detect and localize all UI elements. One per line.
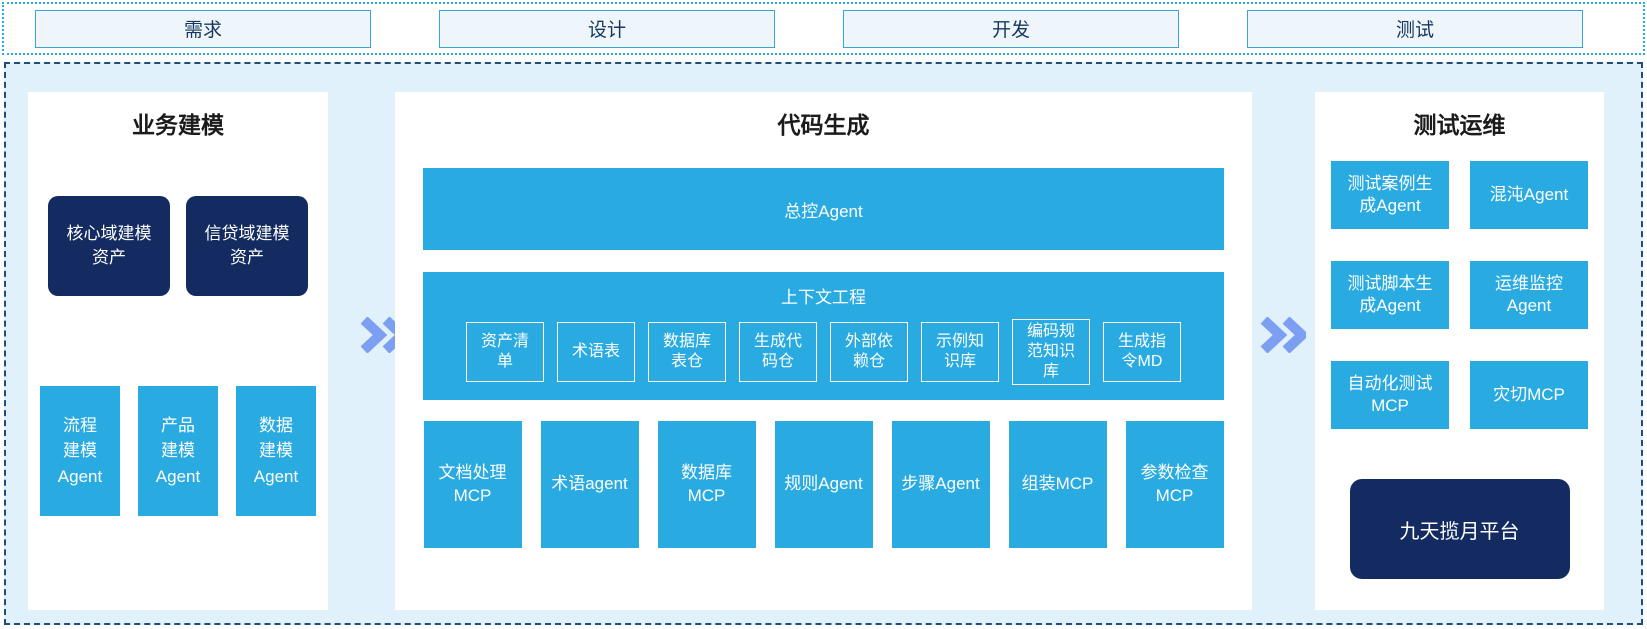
phase-box-testing: 测试	[1247, 9, 1583, 48]
phase-label: 测试	[1395, 20, 1434, 41]
context-box-coding-standard-kb: 编码规 范知识 库	[1012, 319, 1090, 385]
testops-box-auto-test-mcp: 自动化测试 MCP	[1331, 361, 1449, 429]
phase-label: 需求	[183, 20, 222, 41]
context-engineering-title: 上下文工程	[781, 288, 866, 307]
testops-box-grid: 测试案例生 成Agent 混沌Agent 测试脚本生 成Agent 运维监控 A…	[1315, 161, 1604, 429]
phase-box-requirements: 需求	[35, 9, 371, 48]
worker-box-step-agent: 步骤Agent	[891, 421, 990, 548]
panel-test-ops: 测试运维 测试案例生 成Agent 混沌Agent 测试脚本生 成Agent 运…	[1315, 92, 1604, 610]
worker-box-database-mcp: 数据库 MCP	[657, 421, 756, 548]
worker-box-param-check-mcp: 参数检查 MCP	[1125, 421, 1224, 548]
panel-title: 代码生成	[777, 112, 870, 138]
worker-box-rule-agent: 规则Agent	[774, 421, 873, 548]
context-box-asset-list: 资产清 单	[466, 322, 544, 382]
asset-box-credit-domain: 信贷域建模 资产	[186, 196, 308, 296]
context-box-generation-instruction-md: 生成指 令MD	[1103, 322, 1181, 382]
platform-box-jiutian-lanyue: 九天揽月平台	[1349, 479, 1570, 579]
testops-box-testcase-gen-agent: 测试案例生 成Agent	[1331, 161, 1449, 229]
panel-title: 测试运维	[1413, 112, 1506, 138]
chevrons-right-icon	[1260, 317, 1306, 353]
context-box-glossary: 术语表	[557, 322, 635, 382]
context-box-row: 资产清 单 术语表 数据库 表仓 生成代 码仓 外部依 赖仓 示例知 识库 编码…	[423, 319, 1224, 385]
asset-box-core-domain: 核心域建模 资产	[48, 196, 170, 296]
phase-box-design: 设计	[439, 9, 775, 48]
agent-box-process-modeling: 流程 建模 Agent	[40, 386, 120, 516]
testops-box-disaster-switch-mcp: 灾切MCP	[1470, 361, 1588, 429]
agent-box-product-modeling: 产品 建模 Agent	[138, 386, 218, 516]
phase-band: 需求 设计 开发 测试	[2, 2, 1645, 55]
context-box-generated-code-repo: 生成代 码仓	[739, 322, 817, 382]
context-box-db-table-repo: 数据库 表仓	[648, 322, 726, 382]
panel-business-modeling: 业务建模 核心域建模 资产 信贷域建模 资产 流程 建模 Agent 产品 建模…	[28, 92, 328, 610]
modeling-agent-row: 流程 建模 Agent 产品 建模 Agent 数据 建模 Agent	[28, 386, 328, 516]
context-box-example-kb: 示例知 识库	[921, 322, 999, 382]
panel-title: 业务建模	[132, 112, 224, 138]
workflow-diagram: 业务建模 核心域建模 资产 信贷域建模 资产 流程 建模 Agent 产品 建模…	[4, 62, 1643, 625]
phase-label: 设计	[587, 20, 626, 41]
panel-code-generation: 代码生成 总控Agent 上下文工程 资产清 单 术语表 数据库 表仓 生成代 …	[395, 92, 1252, 610]
asset-box-row: 核心域建模 资产 信贷域建模 资产	[28, 196, 328, 296]
master-agent-bar: 总控Agent	[423, 168, 1224, 250]
testops-box-chaos-agent: 混沌Agent	[1470, 161, 1588, 229]
context-engineering-panel: 上下文工程 资产清 单 术语表 数据库 表仓 生成代 码仓 外部依 赖仓 示例知…	[423, 272, 1224, 400]
worker-box-glossary-agent: 术语agent	[540, 421, 639, 548]
phase-box-development: 开发	[843, 9, 1179, 48]
worker-box-doc-processing-mcp: 文档处理 MCP	[423, 421, 522, 548]
testops-box-ops-monitor-agent: 运维监控 Agent	[1470, 261, 1588, 329]
context-box-external-deps-repo: 外部依 赖仓	[830, 322, 908, 382]
agent-box-data-modeling: 数据 建模 Agent	[236, 386, 316, 516]
worker-box-row: 文档处理 MCP 术语agent 数据库 MCP 规则Agent 步骤Agent…	[395, 421, 1252, 548]
phase-label: 开发	[991, 20, 1030, 41]
testops-box-testscript-gen-agent: 测试脚本生 成Agent	[1331, 261, 1449, 329]
worker-box-assembly-mcp: 组装MCP	[1008, 421, 1107, 548]
